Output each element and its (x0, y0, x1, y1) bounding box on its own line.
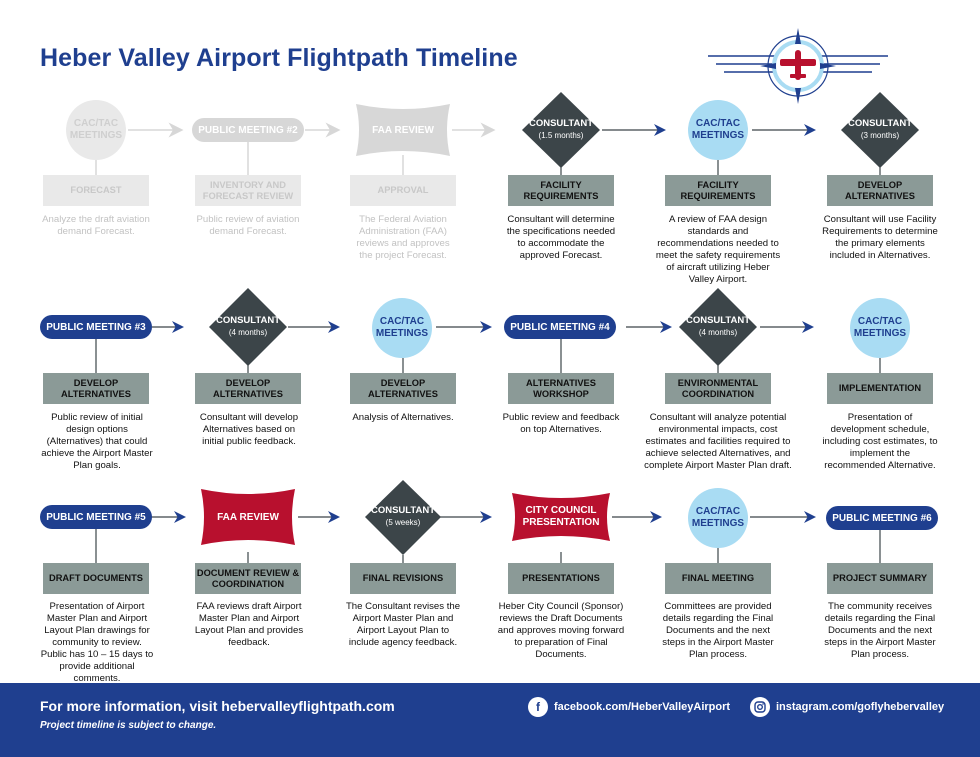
step-description: FAA reviews draft Airport Master Plan an… (194, 601, 304, 648)
cac-tac-meetings-circle: CAC/TAC MEETINGS (688, 488, 748, 548)
step-box: DRAFT DOCUMENTS (43, 563, 149, 594)
public-meeting-5-pill: PUBLIC MEETING #5 (40, 505, 152, 529)
instagram-link[interactable]: instagram.com/goflyhebervalley (750, 697, 944, 717)
consultant-diamond (522, 92, 600, 168)
step-description: Committees are provided details regardin… (662, 601, 774, 660)
step-box: FINAL MEETING (665, 563, 771, 594)
cac-tac-meetings-circle: CAC/TAC MEETINGS (66, 100, 126, 160)
shape-label: PUBLIC MEETING #4 (510, 321, 610, 333)
public-meeting-4-pill: PUBLIC MEETING #4 (504, 315, 616, 339)
footer-website-text[interactable]: For more information, visit hebervalleyf… (40, 698, 395, 714)
step-box: ENVIRONMENTAL COORDINATION (665, 373, 771, 404)
cac-tac-meetings-circle: CAC/TAC MEETINGS (850, 298, 910, 358)
step-description: Public review of aviation demand Forecas… (196, 214, 300, 237)
city-council-label: CITY COUNCIL PRESENTATION (522, 505, 600, 528)
step-description: Presentation of development schedule, in… (822, 412, 938, 471)
step-box: INVENTORY AND FORECAST REVIEW (195, 175, 301, 206)
step-description: Analysis of Alternatives. (352, 412, 454, 423)
shape-label: CAC/TAC MEETINGS (853, 316, 907, 339)
cac-tac-meetings-circle: CAC/TAC MEETINGS (372, 298, 432, 358)
step-description: Analyze the draft aviation demand Foreca… (42, 214, 150, 237)
step-description: Heber City Council (Sponsor) reviews the… (497, 601, 625, 660)
step-box: PRESENTATIONS (508, 563, 614, 594)
step-description: Consultant will use Facility Requirement… (822, 214, 938, 261)
shape-label: PUBLIC MEETING #2 (198, 124, 298, 136)
shape-label: PUBLIC MEETING #5 (46, 511, 146, 523)
consultant-diamond (365, 480, 441, 555)
public-meeting-6-pill: PUBLIC MEETING #6 (826, 506, 938, 530)
step-description: Consultant will determine the specificat… (506, 214, 616, 261)
cac-tac-meetings-circle: CAC/TAC MEETINGS (688, 100, 748, 160)
step-description: Presentation of Airport Master Plan and … (40, 601, 154, 684)
step-box: ALTERNATIVES WORKSHOP (508, 373, 614, 404)
step-box: PROJECT SUMMARY (827, 563, 933, 594)
consultant-label: CONSULTANT (1.5 months) (528, 118, 594, 140)
faa-review-label: FAA REVIEW (217, 511, 279, 523)
consultant-label: CONSULTANT (4 months) (685, 315, 751, 337)
consultant-label: CONSULTANT (5 weeks) (370, 505, 436, 527)
footer-bar: For more information, visit hebervalleyf… (0, 683, 980, 757)
step-description: The Consultant revises the Airport Maste… (345, 601, 461, 648)
step-box: FACILITY REQUIREMENTS (508, 175, 614, 206)
consultant-label: CONSULTANT (4 months) (215, 315, 281, 337)
faa-review-banner (201, 489, 295, 545)
city-council-banner (512, 493, 610, 541)
step-box: DOCUMENT REVIEW & COORDINATION (195, 563, 301, 594)
public-meeting-2-pill: PUBLIC MEETING #2 (192, 118, 304, 142)
step-box: FINAL REVISIONS (350, 563, 456, 594)
page-title: Heber Valley Airport Flightpath Timeline (40, 44, 518, 72)
step-description: A review of FAA design standards and rec… (655, 214, 781, 285)
facebook-url: facebook.com/HeberValleyAirport (554, 701, 731, 713)
facebook-icon: f (528, 697, 548, 717)
step-box: DEVELOP ALTERNATIVES (195, 373, 301, 404)
faa-review-banner-faded (356, 104, 450, 156)
step-description: Public review and feedback on top Altern… (502, 412, 620, 435)
consultant-diamond (679, 288, 757, 366)
step-box: IMPLEMENTATION (827, 373, 933, 404)
step-box: DEVELOP ALTERNATIVES (350, 373, 456, 404)
shape-label: PUBLIC MEETING #3 (46, 321, 146, 333)
shape-label: CAC/TAC MEETINGS (69, 118, 123, 141)
step-description: The Federal Aviation Administration (FAA… (356, 214, 450, 261)
step-description: Public review of initial design options … (41, 412, 153, 471)
shape-label: PUBLIC MEETING #6 (832, 512, 932, 524)
consultant-diamond (209, 288, 287, 366)
faa-review-label: FAA REVIEW (372, 124, 434, 136)
step-box: DEVELOP ALTERNATIVES (827, 175, 933, 206)
step-box: APPROVAL (350, 175, 456, 206)
instagram-url: instagram.com/goflyhebervalley (776, 701, 945, 713)
public-meeting-3-pill: PUBLIC MEETING #3 (40, 315, 152, 339)
facebook-link[interactable]: f facebook.com/HeberValleyAirport (528, 697, 730, 717)
step-description: The community receives details regarding… (824, 601, 936, 660)
airplane-compass-logo (708, 28, 888, 104)
footer-disclaimer: Project timeline is subject to change. (40, 720, 217, 731)
step-box: FORECAST (43, 175, 149, 206)
step-description: Consultant will analyze potential enviro… (644, 412, 792, 471)
consultant-label: CONSULTANT (3 months) (847, 118, 913, 140)
step-box: DEVELOP ALTERNATIVES (43, 373, 149, 404)
instagram-icon (750, 697, 770, 717)
step-box: FACILITY REQUIREMENTS (665, 175, 771, 206)
step-description: Consultant will develop Alternatives bas… (199, 412, 299, 447)
consultant-diamond (841, 92, 919, 168)
shape-label: CAC/TAC MEETINGS (691, 118, 745, 141)
shape-label: CAC/TAC MEETINGS (691, 506, 745, 529)
shape-label: CAC/TAC MEETINGS (375, 316, 429, 339)
